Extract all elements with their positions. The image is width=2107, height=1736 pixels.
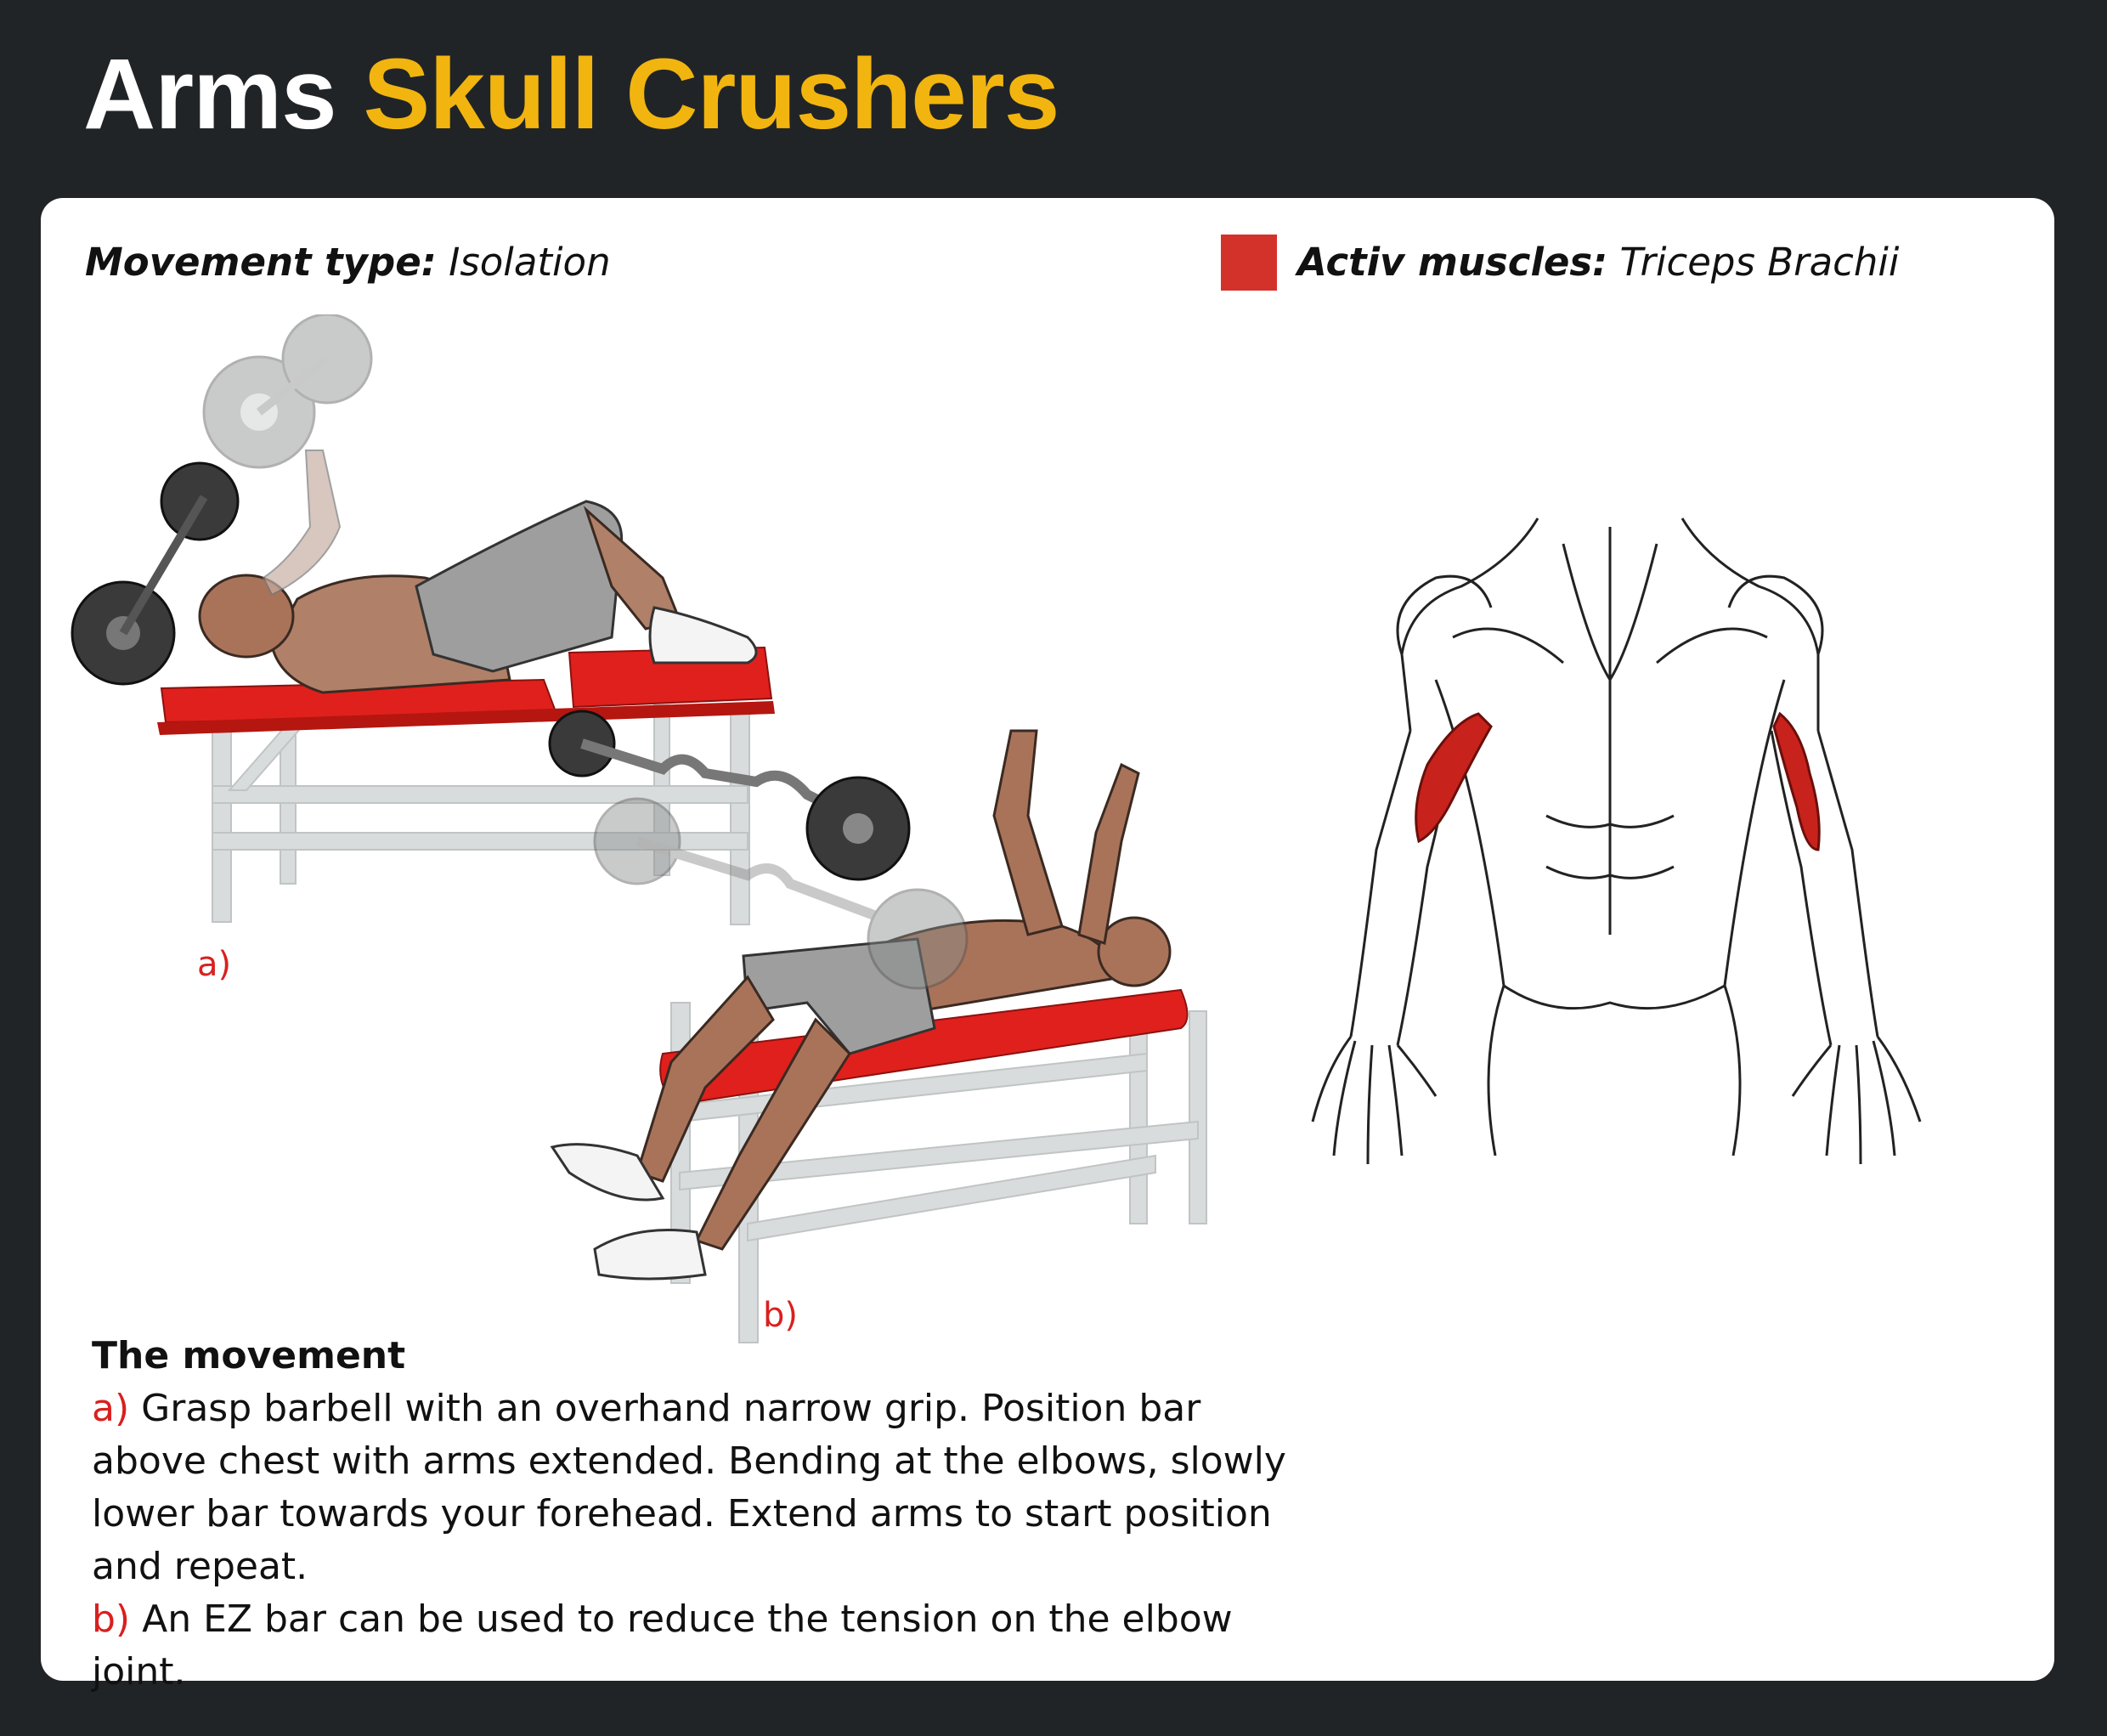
active-muscles-value: Triceps Brachii — [1619, 240, 1900, 285]
title-part2: Skull Crushers — [363, 38, 1059, 150]
description-step-a: a) Grasp barbell with an overhand narrow… — [92, 1383, 1324, 1593]
title-part1: Arms — [83, 38, 337, 150]
triceps-left-icon — [1415, 712, 1493, 844]
active-muscles: Activ muscles: Triceps Brachii — [1297, 240, 1899, 285]
description-step-b: b) An EZ bar can be used to reduce the t… — [92, 1593, 1324, 1699]
illustration-a — [71, 314, 775, 925]
figure-a-label: a) — [197, 945, 232, 984]
ez-bar-low-icon — [593, 797, 969, 990]
description-heading: The movement — [92, 1334, 406, 1377]
step-a-marker: a) — [92, 1387, 130, 1430]
bench-frame-icon — [212, 704, 750, 925]
shoe-icon — [593, 1229, 707, 1281]
active-muscles-label: Activ muscles: — [1297, 240, 1608, 285]
anatomy-illustration — [1311, 517, 1922, 1165]
barbell-high-icon — [202, 314, 373, 469]
movement-description: The movement a) Grasp barbell with an ov… — [92, 1330, 1324, 1699]
step-b-marker: b) — [92, 1597, 131, 1641]
illustration-b — [548, 710, 1207, 1343]
step-b-text: An EZ bar can be used to reduce the tens… — [92, 1597, 1233, 1694]
figure-b-label: b) — [763, 1296, 798, 1335]
ez-bar-high-icon — [548, 710, 911, 881]
barbell-low-icon — [71, 461, 240, 686]
step-a-text: Grasp barbell with an overhand narrow gr… — [92, 1387, 1286, 1588]
movement-type: Movement type: Isolation — [85, 240, 611, 285]
shoe-icon — [648, 606, 758, 664]
muscle-color-swatch — [1221, 235, 1277, 291]
movement-type-label: Movement type: — [85, 240, 437, 285]
movement-type-value: Isolation — [449, 240, 611, 285]
shoe-icon — [550, 1143, 665, 1202]
page-title: Arms Skull Crushers — [83, 44, 1059, 144]
triceps-right-icon — [1772, 711, 1821, 851]
